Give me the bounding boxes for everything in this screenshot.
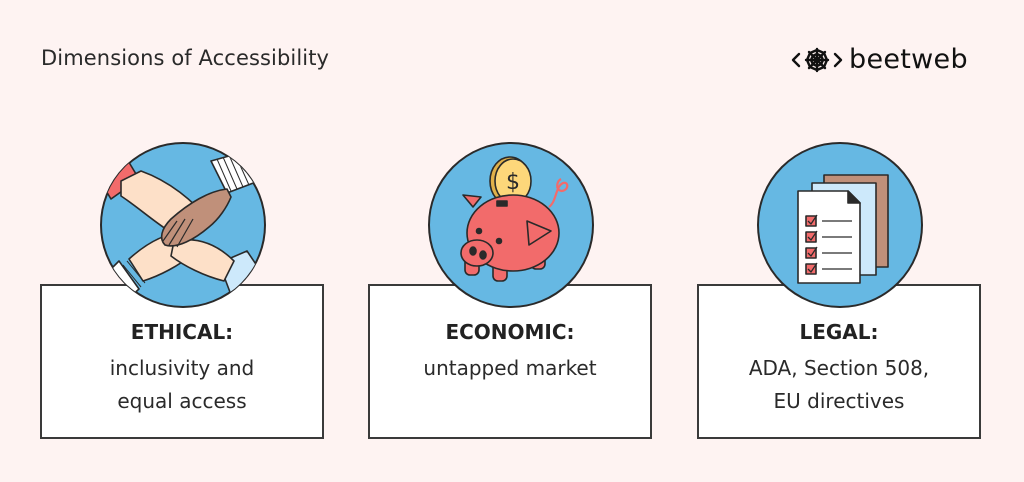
legal-card: LEGAL: ADA, Section 508, EU directives [697,284,981,439]
economic-description: untapped market [370,352,650,385]
ethical-description: inclusivity and equal access [42,352,322,418]
spiderweb-brackets-icon [791,47,843,72]
piggy-bank-coin-icon: $ [428,142,594,308]
hands-together-icon [100,142,266,308]
brand-logo: beetweb [791,44,968,75]
legal-heading: LEGAL: [799,320,879,344]
page-title: Dimensions of Accessibility [41,46,330,70]
svg-text:$: $ [506,170,520,195]
economic-card: ECONOMIC: untapped market [368,284,652,439]
legal-line-2: EU directives [773,389,905,413]
ethical-heading: ETHICAL: [130,320,234,344]
ethical-card: ETHICAL: inclusivity and equal access [40,284,324,439]
ethical-line-2: equal access [117,389,247,413]
economic-line-1: untapped market [423,356,597,380]
ethical-line-1: inclusivity and [109,356,255,380]
legal-line-1: ADA, Section 508, [748,356,930,380]
checklist-documents-icon [757,142,923,308]
economic-heading: ECONOMIC: [445,320,575,344]
legal-description: ADA, Section 508, EU directives [699,352,979,418]
brand-name: beetweb [849,44,968,75]
